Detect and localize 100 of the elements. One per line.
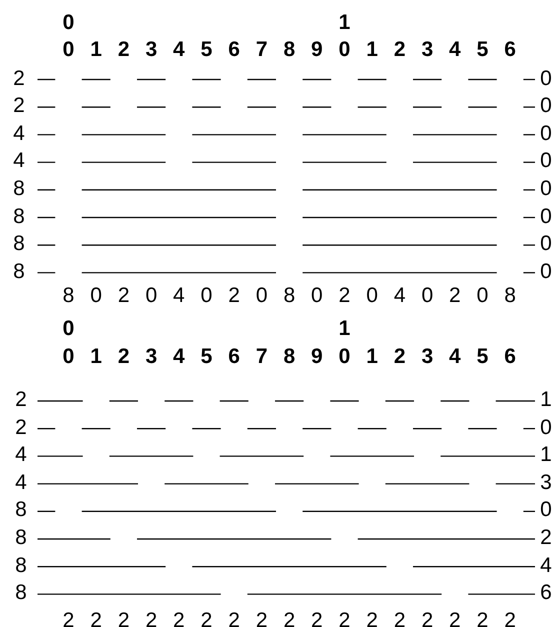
column-number: 1	[366, 346, 378, 368]
row-label: 0	[540, 178, 552, 200]
column-value: 0	[366, 285, 378, 307]
row-label: 4	[540, 554, 552, 577]
row-label: 0	[540, 416, 552, 439]
column-value: 2	[476, 610, 488, 627]
column-number: 4	[173, 39, 185, 61]
column-number: 7	[256, 346, 268, 368]
column-number: 6	[228, 346, 240, 368]
row-label: 8	[13, 233, 25, 256]
column-number: 1	[90, 39, 102, 61]
column-value: 2	[118, 285, 130, 307]
column-number: 2	[118, 39, 130, 61]
column-value: 2	[504, 610, 516, 627]
column-value: 0	[311, 285, 323, 307]
column-value: 2	[449, 610, 461, 627]
column-number: 0	[62, 346, 74, 368]
column-value: 2	[173, 610, 185, 627]
column-number: 6	[504, 346, 516, 368]
column-value: 2	[145, 610, 158, 627]
column-value: 0	[200, 285, 212, 307]
column-number: 0	[62, 39, 74, 61]
column-number: 0	[338, 346, 350, 368]
row-label: 0	[540, 95, 552, 118]
column-number: 0	[62, 318, 74, 340]
column-number: 1	[338, 12, 350, 34]
column-number: 4	[173, 346, 185, 368]
column-value: 2	[366, 610, 378, 627]
row-label: 0	[540, 122, 552, 145]
column-value: 2	[449, 285, 461, 307]
column-value: 4	[394, 285, 406, 307]
column-value: 2	[118, 610, 130, 627]
column-number: 8	[283, 39, 296, 61]
column-value: 0	[145, 285, 158, 307]
row-label: 4	[13, 150, 25, 172]
column-number: 5	[200, 346, 212, 368]
column-value: 2	[200, 610, 212, 627]
column-value: 2	[338, 610, 350, 627]
column-number: 0	[338, 39, 350, 61]
column-number: 1	[90, 346, 102, 368]
column-number: 6	[228, 39, 240, 61]
column-number: 4	[449, 39, 461, 61]
row-label: 0	[540, 499, 552, 522]
row-label: 4	[15, 472, 27, 494]
row-label: 1	[540, 444, 552, 466]
row-label: 2	[15, 389, 27, 411]
row-label: 0	[540, 150, 552, 172]
row-label: 8	[15, 527, 27, 549]
row-label: 8	[15, 499, 27, 522]
column-value: 2	[62, 610, 74, 627]
column-number: 1	[366, 39, 378, 61]
column-number: 9	[311, 39, 323, 61]
column-number: 9	[311, 346, 323, 368]
column-number: 3	[145, 39, 158, 61]
row-label: 4	[13, 122, 25, 145]
column-value: 0	[256, 285, 268, 307]
row-label: 8	[13, 260, 25, 283]
column-value: 0	[90, 285, 102, 307]
column-value: 2	[283, 610, 296, 627]
row-label: 8	[15, 582, 27, 604]
column-value: 2	[394, 610, 406, 627]
column-number: 0	[62, 12, 74, 34]
column-number: 3	[421, 39, 434, 61]
column-number: 2	[394, 346, 406, 368]
column-number: 8	[283, 346, 296, 368]
row-label: 6	[540, 582, 552, 604]
column-number: 3	[145, 346, 158, 368]
column-value: 2	[338, 285, 350, 307]
column-value: 2	[311, 610, 323, 627]
column-value: 2	[228, 285, 240, 307]
row-label: 0	[540, 206, 552, 228]
row-label: 2	[13, 95, 25, 118]
row-label: 2	[13, 68, 25, 90]
row-label: 0	[540, 233, 552, 256]
row-label: 8	[13, 206, 25, 228]
row-label: 0	[540, 68, 552, 90]
row-label: 1	[540, 389, 552, 411]
column-number: 2	[394, 39, 406, 61]
column-number: 5	[476, 346, 488, 368]
column-value: 8	[504, 285, 516, 307]
row-label: 2	[15, 416, 27, 439]
column-number: 4	[449, 346, 461, 368]
column-value: 8	[283, 285, 296, 307]
column-number: 6	[504, 39, 516, 61]
row-label: 8	[13, 178, 25, 200]
column-value: 0	[476, 285, 488, 307]
row-label: 8	[15, 554, 27, 577]
row-label: 3	[540, 472, 552, 494]
column-number: 1	[338, 318, 350, 340]
column-number: 3	[421, 346, 434, 368]
column-number: 2	[118, 346, 130, 368]
row-label: 2	[540, 527, 552, 549]
column-number: 7	[256, 39, 268, 61]
column-value: 2	[90, 610, 102, 627]
row-label: 4	[15, 444, 27, 466]
column-number: 5	[200, 39, 212, 61]
column-value: 2	[421, 610, 434, 627]
row-label: 0	[540, 260, 552, 283]
column-value: 4	[173, 285, 185, 307]
column-value: 2	[256, 610, 268, 627]
